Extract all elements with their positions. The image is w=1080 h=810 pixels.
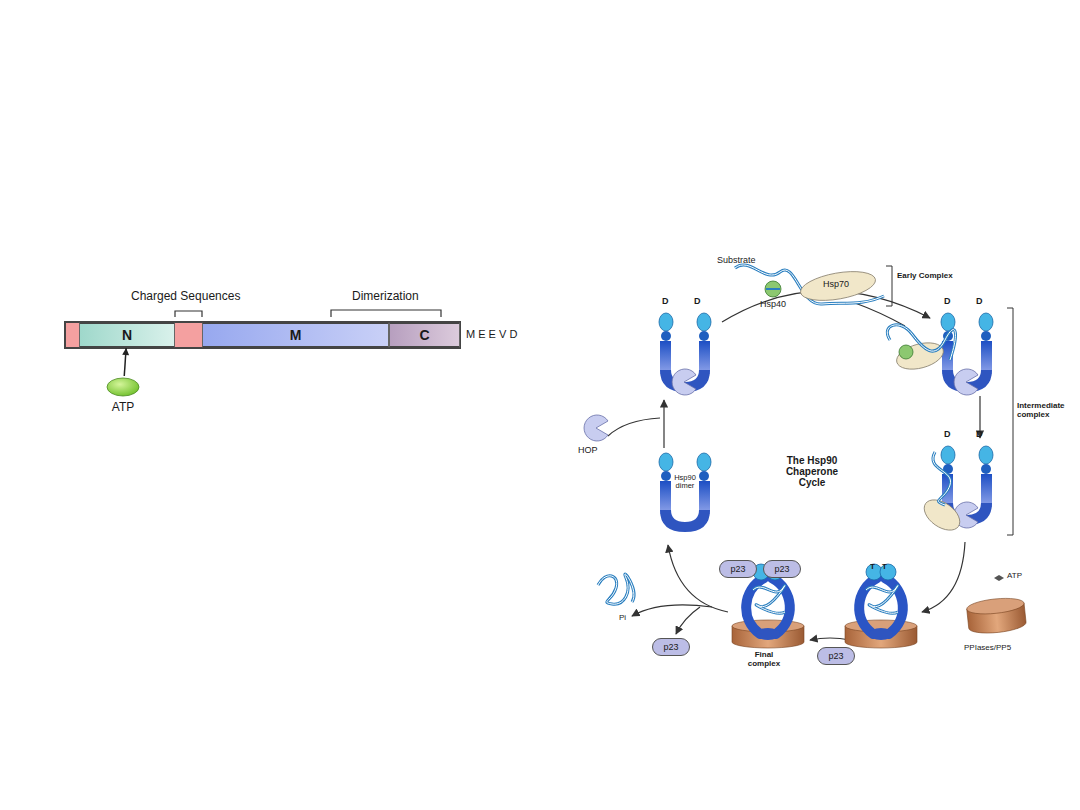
label: D — [976, 297, 983, 307]
bracket — [1007, 308, 1013, 535]
label: D — [694, 297, 701, 307]
cycle-arrows — [608, 291, 980, 640]
bracket — [886, 266, 892, 306]
p23-protein: p23 — [719, 560, 757, 578]
node-text: M — [290, 327, 302, 343]
hop-shape — [672, 369, 696, 395]
hop-shape — [954, 369, 978, 395]
p23-protein: p23 — [652, 638, 690, 656]
node-text: p23 — [774, 564, 789, 574]
bracket — [331, 310, 441, 317]
bracket — [175, 311, 202, 317]
atp-ellipse: ATP — [101, 376, 145, 414]
node-text: p23 — [663, 642, 678, 652]
label: Substrate — [717, 256, 756, 266]
domain-box: M — [202, 322, 389, 348]
label: Final complex — [739, 651, 789, 669]
charged-segment — [66, 323, 79, 347]
label: ATP — [1007, 572, 1022, 581]
node-text: p23 — [828, 651, 843, 661]
p23-protein: p23 — [817, 647, 855, 665]
label: Early Complex — [897, 272, 953, 281]
atp-ellipse-shape — [101, 376, 145, 398]
label: PPIases/PP5 — [964, 644, 1011, 653]
node-text: N — [122, 327, 132, 343]
atp-symbol — [994, 575, 1004, 581]
domain-bar — [65, 322, 460, 348]
atp-ellipse-fill — [107, 378, 139, 396]
domain-box: C — [389, 322, 460, 348]
label: Dimerization — [352, 290, 419, 303]
charged-segment — [175, 323, 202, 347]
label: D — [976, 430, 983, 440]
hsp90-dimer — [659, 453, 711, 532]
closed-dimer — [859, 564, 903, 640]
intermediate-complex — [887, 325, 965, 536]
node-text: C — [419, 327, 429, 343]
label: D — [944, 430, 951, 440]
label: Intermediate complex — [1017, 402, 1073, 420]
label: The Hsp90 Chaperone Cycle — [775, 455, 849, 488]
hop-shape — [584, 415, 608, 441]
label: HOP — [578, 446, 598, 456]
label: M E E V D — [466, 328, 517, 340]
label: Hsp90 dimer — [670, 474, 700, 491]
label: D — [662, 297, 669, 307]
early-complex — [735, 265, 884, 305]
label: Pi — [619, 614, 626, 623]
label: T — [882, 563, 887, 572]
arrow-head — [122, 348, 129, 355]
node-text: p23 — [730, 564, 745, 574]
connector — [122, 348, 129, 376]
label: D — [944, 297, 951, 307]
node-text: ATP — [112, 400, 134, 414]
label: T — [870, 563, 875, 572]
ppiase-cylinder — [966, 596, 1027, 635]
label: Hsp70 — [823, 280, 849, 290]
p23-protein: p23 — [763, 560, 801, 578]
label: Hsp40 — [760, 300, 786, 310]
domain-box: N — [79, 322, 175, 348]
substrate — [598, 574, 898, 613]
label: Charged Sequences — [131, 290, 240, 303]
